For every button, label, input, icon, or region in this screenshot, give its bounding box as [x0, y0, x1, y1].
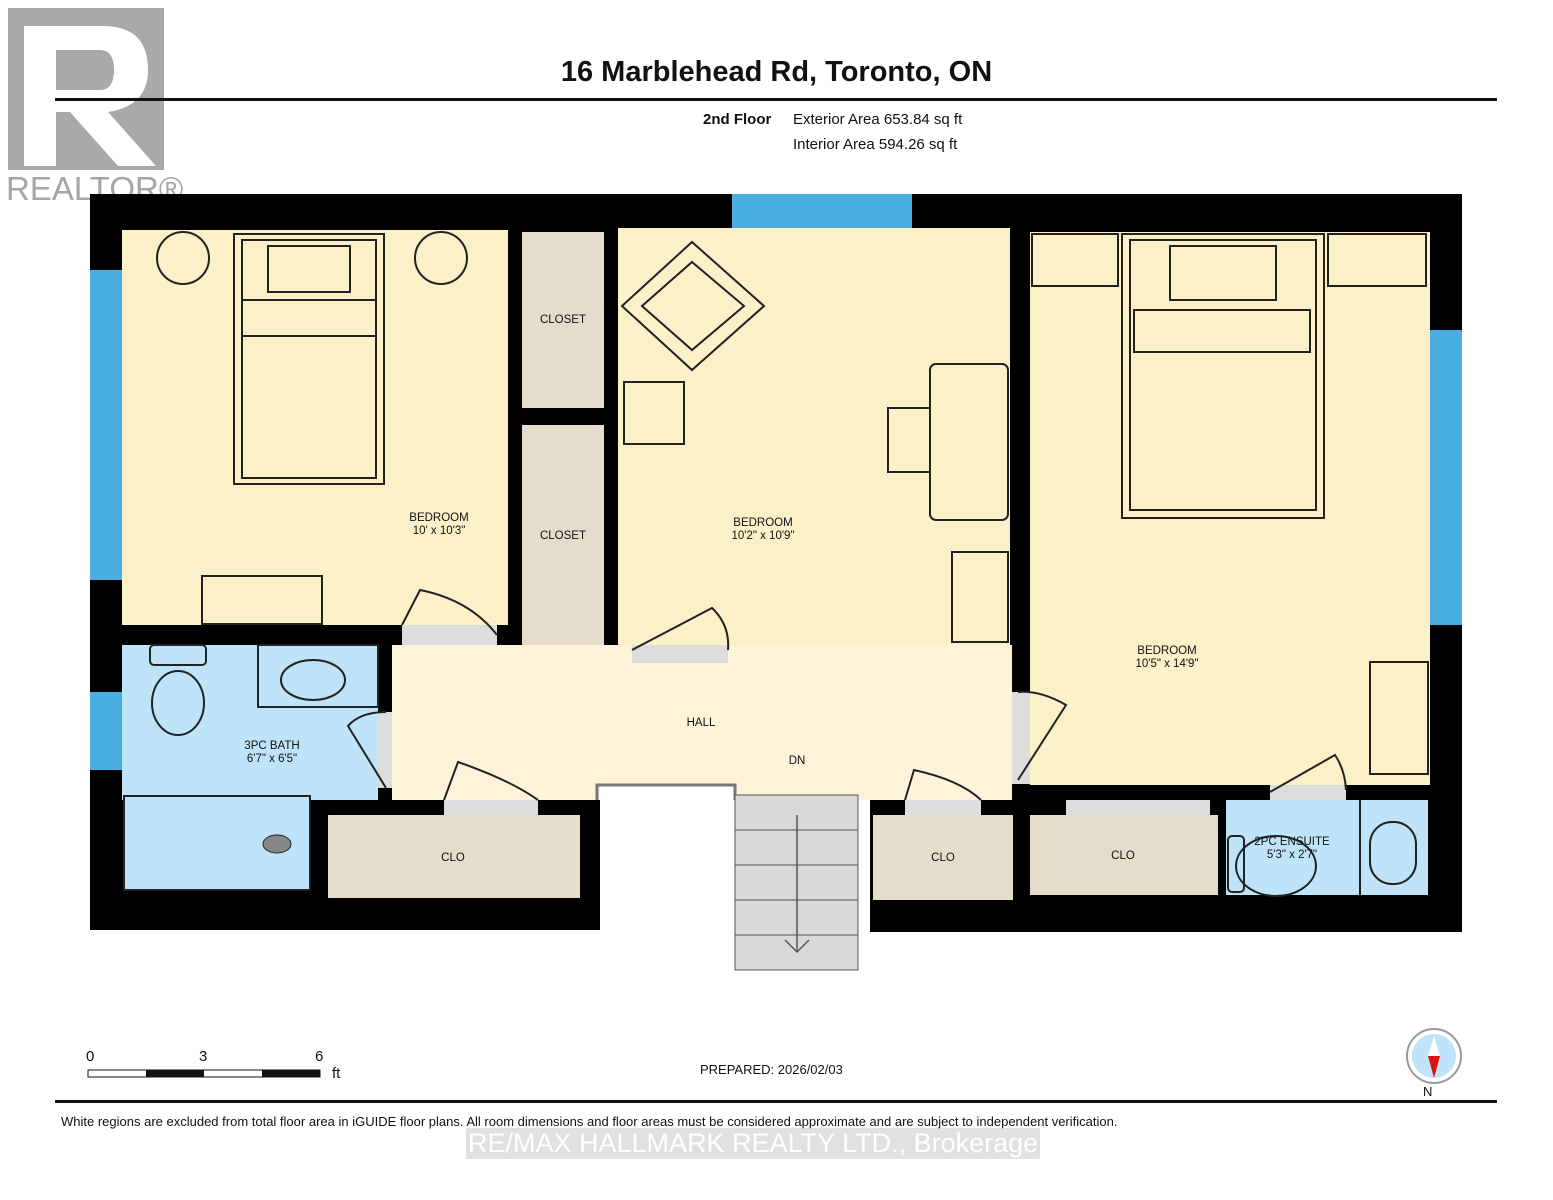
room-bedroom-left: [122, 230, 508, 625]
label-bedroom-right: BEDROOM: [1137, 645, 1196, 657]
label-closet-lower: CLOSET: [540, 530, 586, 542]
room-ensuite: [1226, 800, 1428, 895]
size-bedroom-middle: 10'2" x 10'9": [731, 530, 794, 542]
room-bath: [122, 645, 378, 800]
room-closet-lower: [522, 425, 604, 645]
realtor-logo: [8, 8, 164, 170]
tub-drain-icon: [262, 834, 292, 854]
scale-unit: ft: [332, 1065, 341, 1082]
label-bedroom-left: BEDROOM: [409, 512, 468, 524]
realtor-r-icon: [24, 26, 156, 166]
prepared-date: PREPARED: 2026/02/03: [700, 1062, 843, 1077]
compass-icon: [1406, 1028, 1462, 1084]
label-clo-3: CLO: [1111, 850, 1135, 862]
furniture: [149, 231, 1429, 897]
windows: [90, 194, 1462, 770]
size-bedroom-left: 10' x 10'3": [413, 525, 466, 537]
scale-tick-6: 6: [315, 1048, 324, 1065]
label-clo-1: CLO: [441, 852, 465, 864]
interior-area: Interior Area 594.26 sq ft: [793, 136, 958, 153]
scale-tick-0: 0: [86, 1048, 95, 1065]
disclaimer: White regions are excluded from total fl…: [61, 1114, 1118, 1129]
stair-opening: [600, 785, 735, 1000]
brokerage-watermark: RE/MAX HALLMARK REALTY LTD., Brokerage: [466, 1128, 1041, 1159]
label-bath: 3PC BATH: [244, 740, 299, 752]
size-bedroom-right: 10'5" x 14'9": [1135, 658, 1198, 670]
divider: [55, 98, 1497, 101]
stairs: [734, 794, 859, 971]
size-ensuite: 5'3" x 2'7": [1267, 849, 1317, 861]
label-clo-2: CLO: [931, 852, 955, 864]
doorways: [378, 625, 1346, 815]
room-clo-2: [873, 815, 1013, 900]
exterior-area: Exterior Area 653.84 sq ft: [793, 111, 963, 128]
label-bedroom-middle: BEDROOM: [733, 517, 792, 529]
room-clo-1: [328, 815, 580, 898]
compass-north-label: N: [1423, 1084, 1433, 1099]
room-clo-3: [1030, 815, 1218, 895]
room-bedroom-right: [1030, 232, 1430, 785]
door-swings: [346, 588, 1347, 801]
scale-bar: [87, 1069, 321, 1078]
size-bath: 6'7" x 6'5": [247, 753, 297, 765]
label-ensuite: 2PC ENSUITE: [1254, 836, 1330, 848]
scale-tick-3: 3: [199, 1048, 208, 1065]
floor-label: 2nd Floor: [703, 111, 772, 128]
room-hall: [392, 645, 1012, 800]
label-closet-upper: CLOSET: [540, 314, 586, 326]
label-hall: HALL: [687, 717, 716, 729]
page-title: 16 Marblehead Rd, Toronto, ON: [560, 56, 993, 88]
divider: [55, 1100, 1497, 1103]
label-stairs-down: DN: [789, 755, 806, 767]
room-closet-upper: [522, 232, 604, 408]
